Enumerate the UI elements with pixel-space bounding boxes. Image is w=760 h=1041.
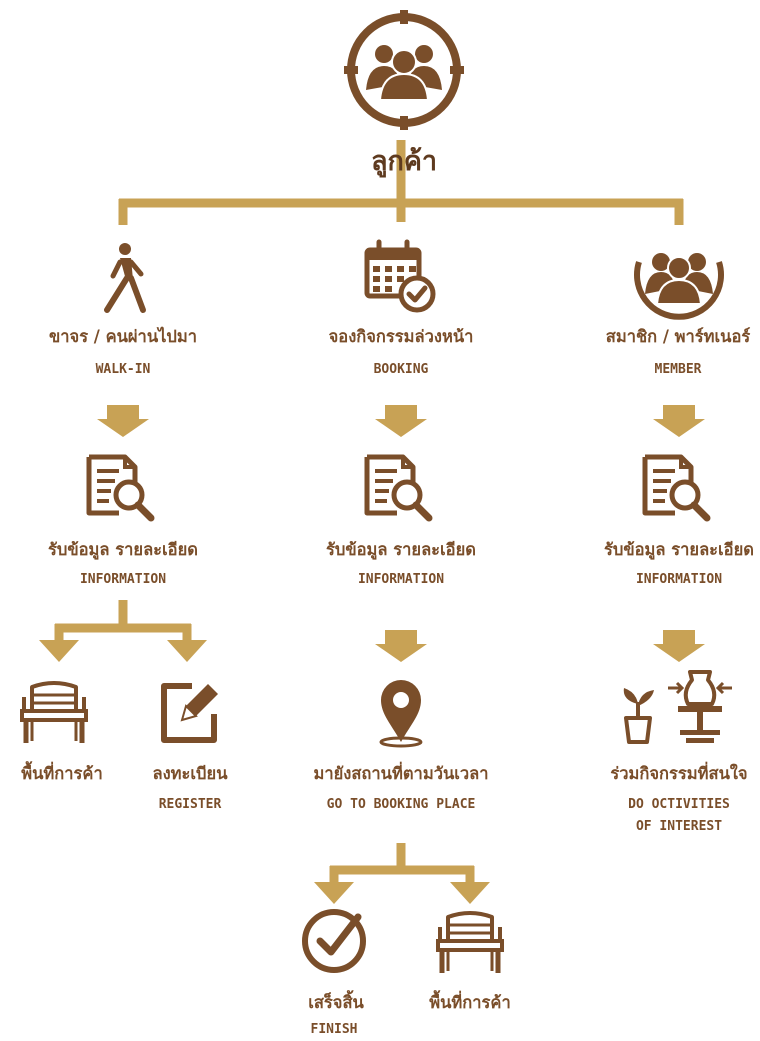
arrow-down-icon (653, 630, 705, 662)
walk-in-label-en: WALK-IN (95, 362, 151, 377)
arrow-down-icon (97, 405, 149, 437)
pottery-plant-icon (623, 670, 732, 744)
arrow-down-icon (653, 405, 705, 437)
connector-lines (54, 140, 684, 882)
walk-in-info-en: INFORMATION (79, 572, 167, 587)
edit-form-icon (161, 683, 218, 743)
member-info-en: INFORMATION (635, 572, 723, 587)
arrow-down-icon (450, 882, 490, 904)
walking-person-icon (104, 243, 146, 313)
flow-arrows (39, 405, 705, 904)
document-search-icon (645, 457, 707, 518)
bench-icon (22, 683, 86, 743)
walk-in-label-th: ขาจร / คนผ่านไปมา (48, 327, 198, 346)
booking-place-label-en: GO TO BOOKING PLACE (326, 797, 476, 812)
document-search-icon (89, 457, 151, 518)
arrow-down-icon (375, 405, 427, 437)
root-label: ลูกค้า (370, 146, 438, 177)
document-search-icon (367, 457, 429, 518)
activity-label-en-1: DO OCTIVITIES (628, 797, 730, 812)
booking-label-th: จองกิจกรรมล่วงหน้า (328, 327, 474, 346)
bench-icon (438, 913, 502, 973)
register-label-en: REGISTER (158, 797, 222, 812)
member-info-th: รับข้อมูล รายละเอียด (604, 540, 754, 559)
walk-in-info-th: รับข้อมูล รายละเอียด (48, 540, 198, 559)
finish-label-th: เสร็จสิ้น (308, 993, 364, 1012)
booking-info-en: INFORMATION (357, 572, 445, 587)
arrow-down-icon (167, 640, 207, 662)
booking-place-label-th: มายังสถานที่ตามวันเวลา (313, 764, 489, 783)
member-label-en: MEMBER (654, 362, 702, 377)
map-pin-icon (379, 680, 423, 748)
register-label-th: ลงทะเบียน (152, 764, 228, 783)
activity-label-en-2: OF INTEREST (635, 819, 723, 834)
booking-label-en: BOOKING (373, 362, 429, 377)
check-circle-icon (302, 909, 366, 973)
activity-label-th: ร่วมกิจกรรมที่สนใจ (610, 764, 748, 783)
trade-area-label: พื้นที่การค้า (21, 764, 103, 783)
trade-area-label-2: พื้นที่การค้า (429, 993, 511, 1012)
booking-info-th: รับข้อมูล รายละเอียด (326, 540, 476, 559)
arrow-down-icon (314, 882, 354, 904)
finish-label-en: FINISH (310, 1022, 358, 1037)
calendar-check-icon (364, 239, 436, 313)
customers-group-icon (344, 10, 464, 130)
arrow-down-icon (375, 630, 427, 662)
member-label-th: สมาชิก / พาร์ทเนอร์ (605, 327, 751, 346)
member-group-icon (634, 253, 724, 320)
arrow-down-icon (39, 640, 79, 662)
